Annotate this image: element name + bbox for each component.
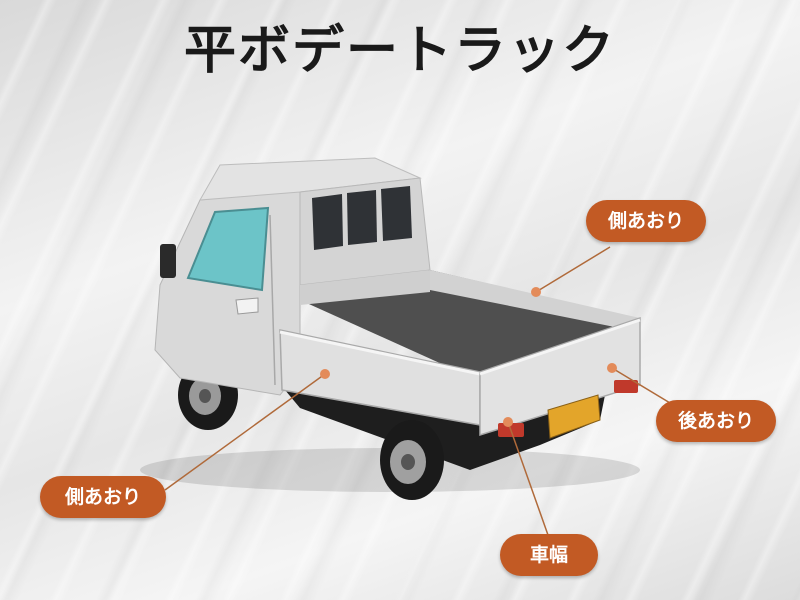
label-side-gate-upper: 側あおり: [586, 200, 706, 242]
label-rear-gate: 後あおり: [656, 400, 776, 442]
rear-wheel: [380, 420, 444, 500]
page-title: 平ボデートラック: [183, 21, 616, 81]
label-side-gate-lower: 側あおり: [40, 476, 166, 518]
label-vehicle-width: 車幅: [500, 534, 598, 576]
